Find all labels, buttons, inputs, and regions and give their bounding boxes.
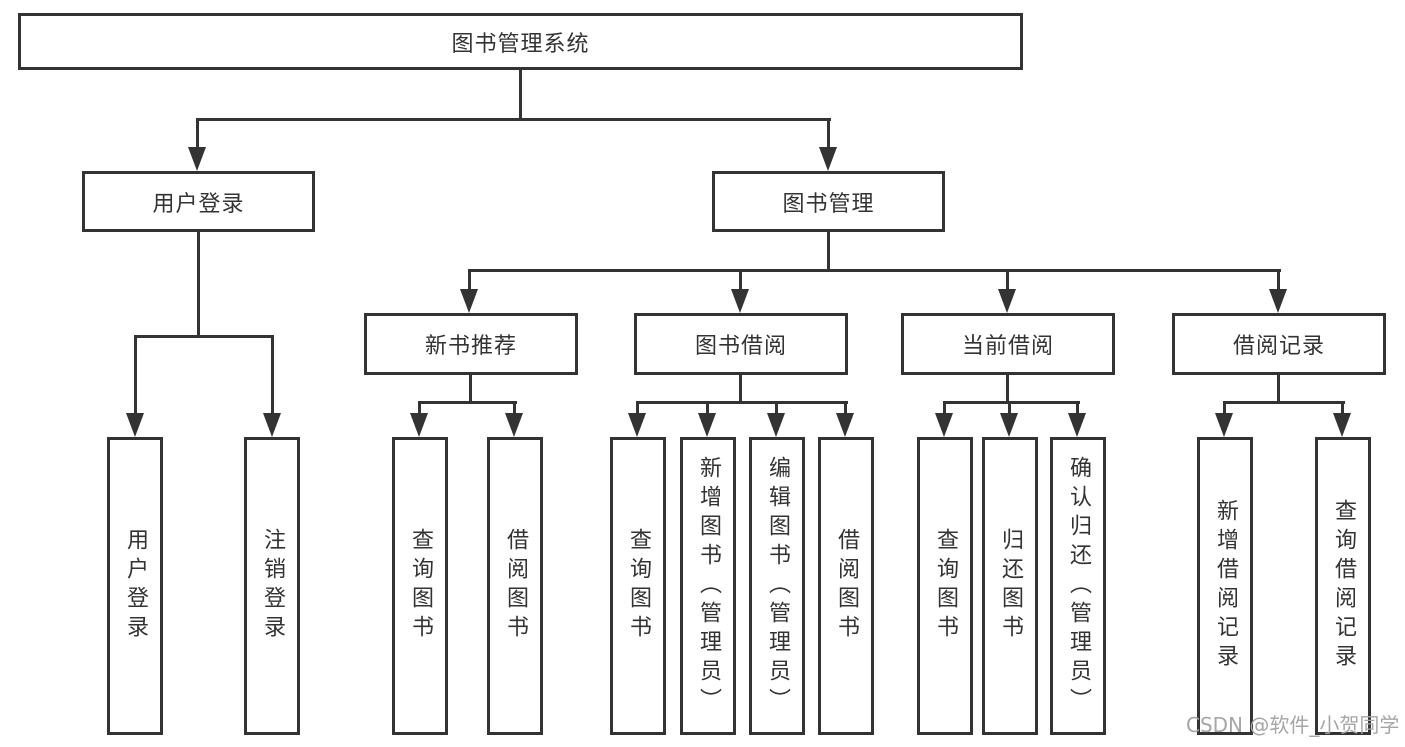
- leaf-label: 编辑图书（管理员）: [765, 455, 790, 717]
- arrowhead-leaf: [505, 413, 523, 437]
- leaf-label: 查询图书: [408, 528, 433, 644]
- arrowhead-leaf: [1215, 413, 1233, 437]
- connector-userlogin-trunk: [197, 230, 200, 337]
- connector-stem: [513, 401, 516, 416]
- leaf-label: 新增借阅记录: [1213, 499, 1238, 673]
- arrowhead-leaf: [1068, 413, 1086, 437]
- arrowhead-user-login: [188, 147, 206, 171]
- node-label: 当前借阅: [961, 334, 1054, 359]
- leaf-borrow-books-recommend: 借阅图书: [487, 437, 543, 735]
- connector-userlogin-hbar: [134, 335, 274, 338]
- arrowhead-current-borrow: [998, 289, 1016, 313]
- node-label: 图书借阅: [694, 334, 787, 359]
- leaf-confirm-return-admin: 确认归还（管理员）: [1050, 437, 1106, 735]
- connector-stem: [1076, 401, 1079, 416]
- arrowhead-leaf: [1333, 413, 1351, 437]
- node-label: 新书推荐: [424, 334, 517, 359]
- connector-bookmgmt-hbar: [468, 269, 1281, 272]
- leaf-add-books-admin: 新增图书（管理员）: [680, 437, 736, 735]
- connector-stem-user-login: [196, 118, 199, 150]
- connector-stem-book-mgmt: [827, 118, 830, 150]
- arrowhead-leaf-logout: [263, 413, 281, 437]
- leaf-label: 用户登录: [123, 528, 148, 644]
- leaf-label: 借阅图书: [503, 528, 528, 644]
- node-book-management: 图书管理: [712, 171, 945, 232]
- arrowhead-leaf: [836, 413, 854, 437]
- arrowhead-leaf: [628, 413, 646, 437]
- leaf-label: 查询图书: [626, 528, 651, 644]
- leaf-query-books-current: 查询图书: [917, 437, 973, 735]
- connector-records-hbar: [1223, 401, 1345, 404]
- connector-stem: [775, 401, 778, 416]
- node-borrowing-records: 借阅记录: [1172, 313, 1386, 375]
- node-label: 借阅记录: [1232, 334, 1325, 359]
- connector-stem-new-book: [468, 269, 471, 293]
- connector-stem: [1223, 401, 1226, 416]
- connector-currentborrow-trunk: [1006, 373, 1009, 403]
- node-new-book-recommend: 新书推荐: [364, 313, 578, 375]
- connector-bookborrow-trunk: [739, 373, 742, 403]
- node-current-borrowing: 当前借阅: [901, 313, 1115, 375]
- connector-currentborrow-hbar: [943, 401, 1080, 404]
- connector-bookmgmt-trunk: [827, 230, 830, 272]
- connector-bookborrow-hbar: [636, 401, 848, 404]
- connector-root-trunk: [519, 70, 522, 120]
- node-library-management-system: 图书管理系统: [18, 13, 1023, 70]
- node-user-login: 用户登录: [82, 171, 315, 232]
- leaf-logout: 注销登录: [244, 437, 300, 735]
- arrowhead-leaf: [410, 413, 428, 437]
- leaf-borrow-books: 借阅图书: [818, 437, 874, 735]
- connector-newbook-trunk: [469, 373, 472, 403]
- arrowhead-leaf: [698, 413, 716, 437]
- leaf-label: 归还图书: [998, 528, 1023, 644]
- connector-stem: [636, 401, 639, 416]
- leaf-label: 新增图书（管理员）: [696, 455, 721, 717]
- node-label: 图书管理: [782, 191, 875, 217]
- node-label: 图书管理系统: [451, 31, 590, 57]
- leaf-label: 确认归还（管理员）: [1066, 455, 1091, 717]
- node-book-borrowing: 图书借阅: [634, 313, 848, 375]
- leaf-query-books-recommend: 查询图书: [392, 437, 448, 735]
- csdn-watermark: CSDN @软件_小贺同学: [1186, 713, 1400, 737]
- leaf-label: 注销登录: [260, 528, 285, 644]
- arrowhead-book-mgmt: [819, 147, 837, 171]
- connector-stem-leaf-login: [134, 335, 137, 415]
- leaf-query-borrow-record: 查询借阅记录: [1315, 437, 1371, 735]
- leaf-add-borrow-record: 新增借阅记录: [1197, 437, 1253, 735]
- arrowhead-leaf: [767, 413, 785, 437]
- connector-stem: [706, 401, 709, 416]
- arrowhead-leaf: [935, 413, 953, 437]
- leaf-label: 查询图书: [933, 528, 958, 644]
- leaf-label: 借阅图书: [834, 528, 859, 644]
- connector-stem-leaf-logout: [271, 335, 274, 415]
- leaf-label: 查询借阅记录: [1331, 499, 1356, 673]
- leaf-edit-books-admin: 编辑图书（管理员）: [749, 437, 805, 735]
- connector-records-trunk: [1277, 373, 1280, 403]
- connector-stem: [844, 401, 847, 416]
- connector-stem: [1008, 401, 1011, 416]
- arrowhead-leaf: [1000, 413, 1018, 437]
- leaf-user-login: 用户登录: [107, 437, 163, 735]
- connector-stem: [943, 401, 946, 416]
- connector-stem-current-borrow: [1006, 269, 1009, 293]
- arrowhead-new-book: [460, 289, 478, 313]
- connector-stem-book-borrow: [739, 269, 742, 293]
- connector-stem: [1341, 401, 1344, 416]
- connector-stem: [418, 401, 421, 416]
- connector-stem-borrow-records: [1277, 269, 1280, 293]
- connector-root-hbar: [196, 118, 831, 121]
- arrowhead-book-borrow: [731, 289, 749, 313]
- leaf-query-books-borrowing: 查询图书: [610, 437, 666, 735]
- arrowhead-borrow-records: [1269, 289, 1287, 313]
- leaf-return-books: 归还图书: [982, 437, 1038, 735]
- node-label: 用户登录: [152, 191, 245, 217]
- arrowhead-leaf-login: [126, 413, 144, 437]
- connector-newbook-hbar: [418, 401, 517, 404]
